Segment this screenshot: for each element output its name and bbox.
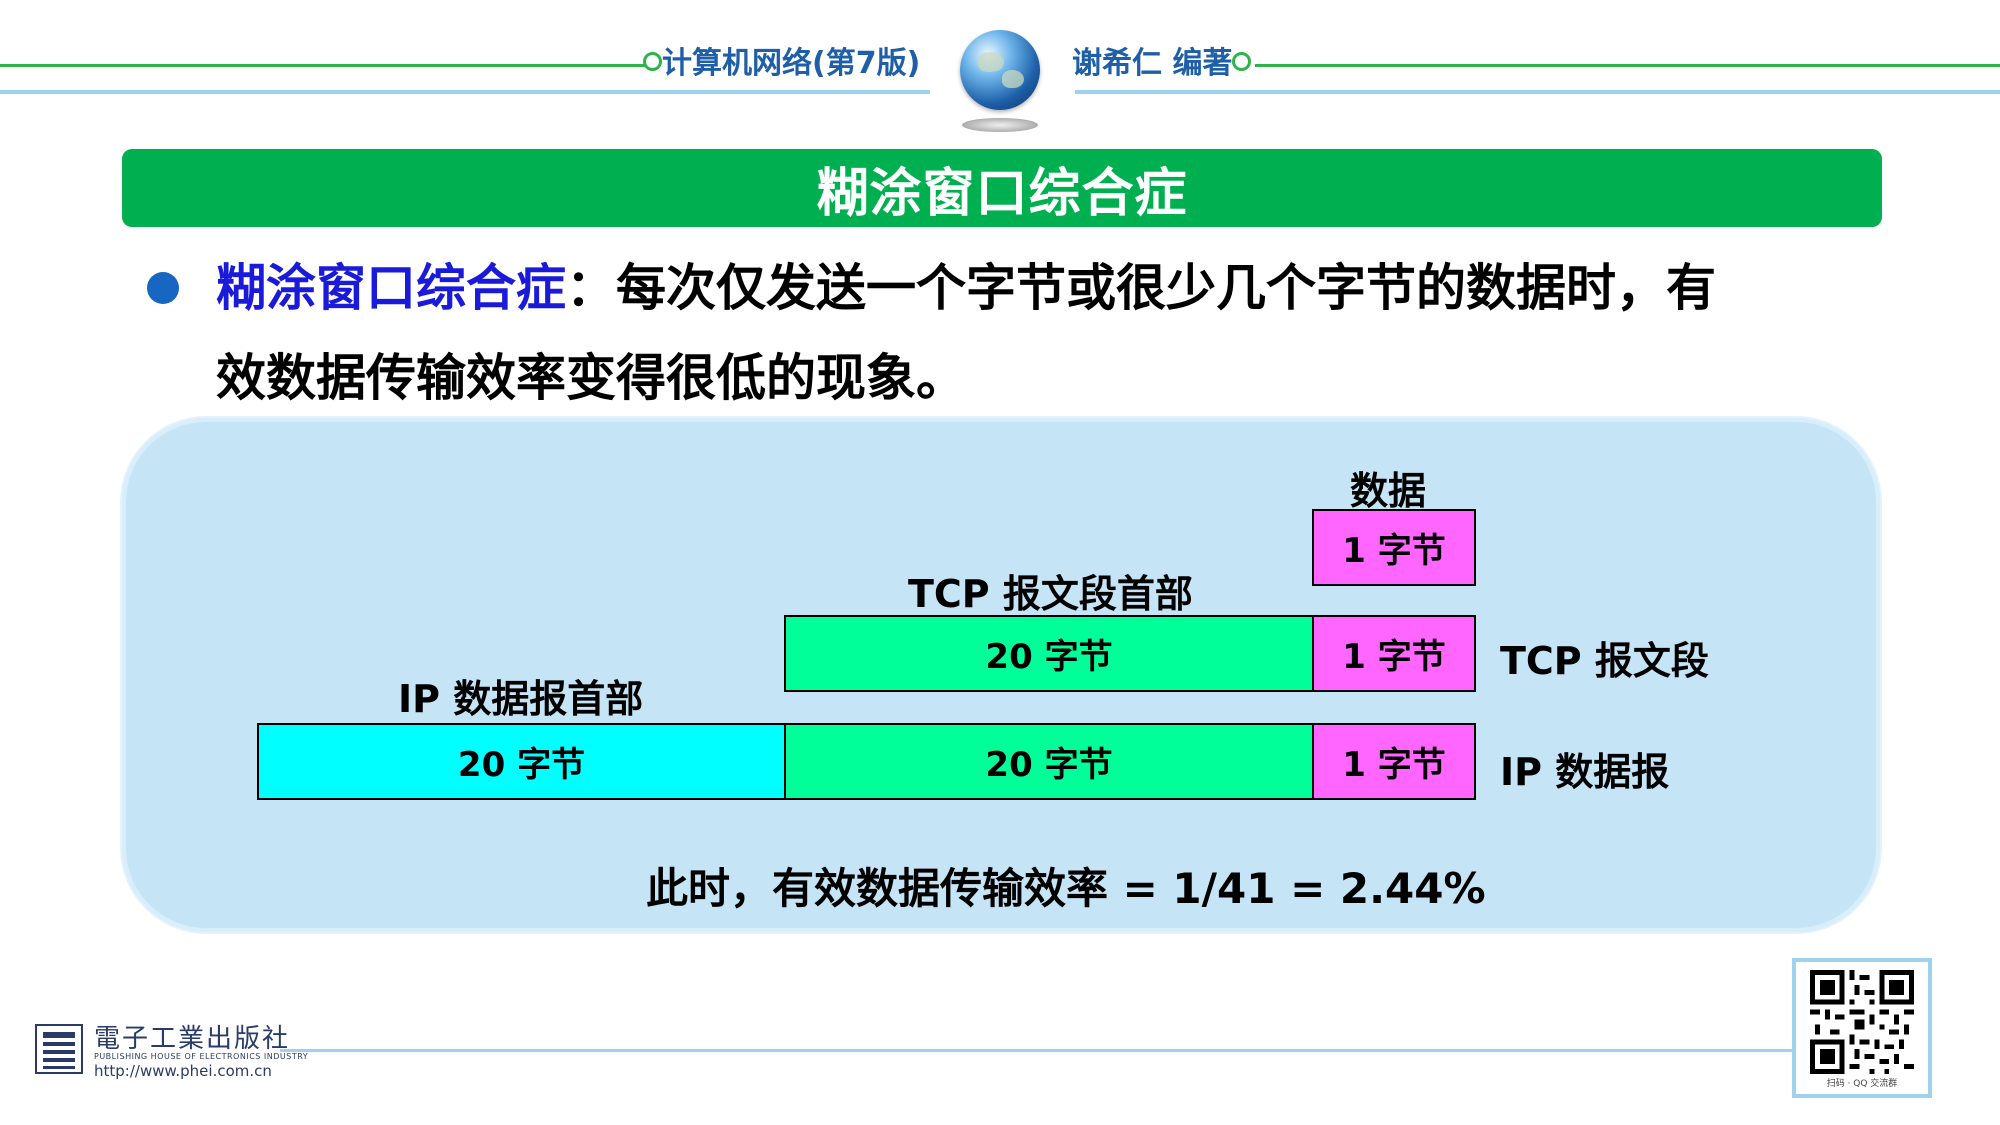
ip-datagram-label: IP 数据报: [1500, 750, 1670, 794]
slide-title: 糊涂窗口综合症: [816, 163, 1188, 224]
qr-code-icon: [1810, 970, 1914, 1074]
publisher-name: 電子工業出版社: [94, 1024, 291, 1054]
header-book-title: 计算机网络(第7版): [643, 44, 920, 84]
bullet-line-1: 糊涂窗口综合症：每次仅发送一个字节或很少几个字节的数据时，有: [216, 258, 1716, 318]
bullet-dot-icon: [147, 272, 179, 304]
ip-header-box-text: 20 字节: [457, 745, 586, 785]
header-rule-left-green: [0, 64, 650, 67]
publisher-logo-icon: [35, 1024, 83, 1074]
footer-rule: [280, 1049, 1792, 1052]
header-rule-left-blue: [0, 90, 930, 94]
bullet-text-2: 效数据传输效率变得很低的现象。: [216, 349, 966, 407]
ip-tcp-header-box: 20 字节: [784, 723, 1314, 800]
bullet-term: 糊涂窗口综合症: [216, 259, 566, 317]
ip-tcp-header-box-text: 20 字节: [985, 745, 1113, 785]
qr-code-frame: 扫码 · QQ 交流群: [1792, 958, 1932, 1098]
header-dot-right-icon: [1232, 52, 1252, 71]
tcp-segment-label: TCP 报文段: [1500, 639, 1709, 683]
tcp-header-label: TCP 报文段首部: [908, 572, 1193, 616]
book-title-text: 计算机网络(第7版): [662, 46, 921, 81]
ip-data-box: 1 字节: [1312, 723, 1476, 800]
ip-header-box: 20 字节: [257, 723, 786, 800]
data-box-text: 1 字节: [1342, 531, 1446, 571]
globe-base: [962, 118, 1038, 132]
header-rule-right-green: [1255, 64, 2000, 67]
header-rule-right-blue: [1075, 90, 2000, 94]
header-author: 谢希仁 编著: [1072, 44, 1252, 84]
tcp-header-box-text: 20 字节: [985, 637, 1113, 677]
globe-icon: [960, 30, 1040, 110]
publisher-english: PUBLISHING HOUSE OF ELECTRONICS INDUSTRY: [94, 1052, 309, 1061]
bullet-line-2: 效数据传输效率变得很低的现象。: [216, 348, 966, 408]
header-dot-left-icon: [643, 52, 662, 71]
globe-land-shape: [978, 52, 1004, 72]
tcp-data-box: 1 字节: [1312, 615, 1476, 692]
bullet-text-1: ：每次仅发送一个字节或很少几个字节的数据时，有: [566, 259, 1716, 317]
data-label: 数据: [1350, 469, 1427, 513]
publisher-url[interactable]: http://www.phei.com.cn: [94, 1062, 272, 1080]
tcp-data-box-text: 1 字节: [1342, 637, 1446, 677]
slide-title-bar: 糊涂窗口综合症: [122, 149, 1882, 227]
ip-header-label: IP 数据报首部: [398, 677, 644, 721]
efficiency-text: 此时，有效数据传输效率 = 1/41 = 2.44%: [646, 864, 1486, 913]
data-box: 1 字节: [1312, 509, 1476, 586]
author-text: 谢希仁 编著: [1072, 46, 1233, 81]
qr-caption: 扫码 · QQ 交流群: [1826, 1079, 1898, 1089]
tcp-header-box: 20 字节: [784, 615, 1314, 692]
globe-land-shape: [1002, 70, 1024, 88]
ip-data-box-text: 1 字节: [1342, 745, 1446, 785]
